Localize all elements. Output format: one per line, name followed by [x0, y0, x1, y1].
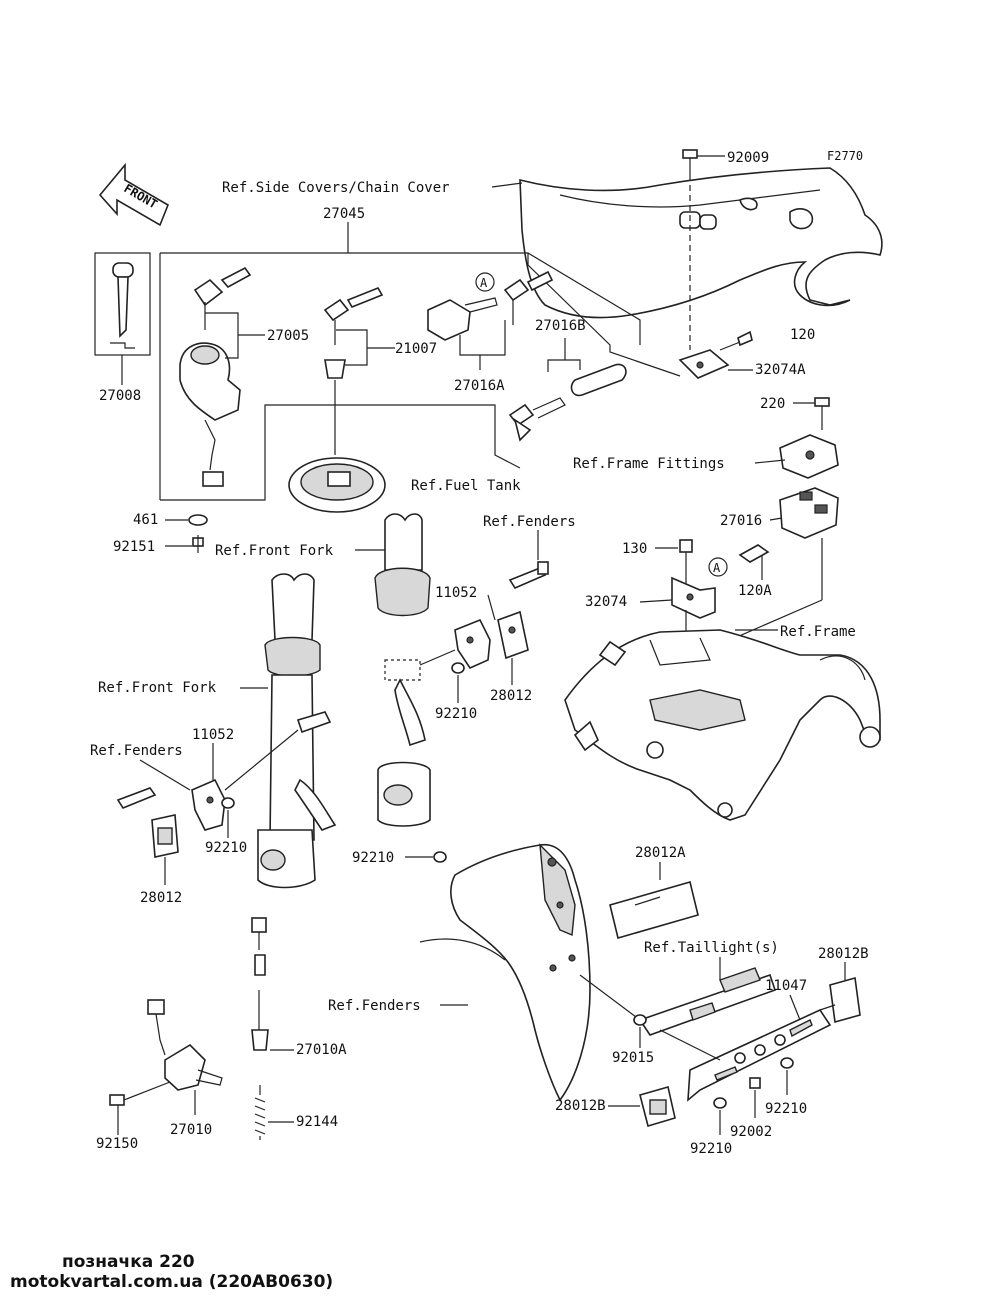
spring-92144	[254, 1085, 266, 1140]
label-28012A: 28012A	[635, 845, 686, 861]
nut-92210-a	[451, 662, 465, 674]
bolt-120A	[738, 544, 770, 563]
bracket-11052-upper	[454, 561, 549, 670]
ignition-switch-27005	[179, 266, 252, 487]
reflector-28012-upper	[497, 610, 529, 660]
label-ref-taillights: Ref.Taillight(s)	[644, 940, 779, 956]
nut-92210-c	[433, 851, 447, 863]
callout-a-lower-label: A	[713, 561, 721, 575]
label-461: 461	[133, 512, 158, 528]
label-11047: 11047	[765, 978, 807, 994]
label-ref-fenders-1: Ref.Fenders	[483, 514, 576, 530]
bolt-92002	[749, 1077, 761, 1089]
lock-27016B	[508, 363, 627, 442]
rear-fender	[419, 843, 591, 1102]
label-28012-a: 28012	[490, 688, 532, 704]
label-27005: 27005	[267, 328, 309, 344]
label-92009: 92009	[727, 150, 769, 166]
bolt-130	[679, 539, 693, 585]
label-92210-d: 92210	[765, 1101, 807, 1117]
footer-source: motokvartal.com.ua (220AB0630)	[10, 1272, 334, 1292]
reflector-28012-lower	[151, 814, 179, 858]
footer-caption: позначка 220	[62, 1252, 195, 1272]
label-ref-front-fork-2: Ref.Front Fork	[98, 680, 217, 696]
callout-a-top	[475, 272, 495, 292]
key-21007	[323, 286, 384, 379]
label-120A: 120A	[738, 583, 772, 599]
label-27010: 27010	[170, 1122, 212, 1138]
label-ref-fenders-2: Ref.Fenders	[90, 743, 183, 759]
label-ref-frame: Ref.Frame	[780, 624, 856, 640]
reflector-28012B-top	[829, 976, 861, 1024]
label-27010A: 27010A	[296, 1042, 347, 1058]
bracket-32074	[671, 576, 716, 619]
label-ref-fenders-3: Ref.Fenders	[328, 998, 421, 1014]
label-92210-c: 92210	[352, 850, 394, 866]
label-92015: 92015	[612, 1050, 654, 1066]
callout-a-lower	[708, 557, 728, 577]
front-fork-upper	[374, 513, 431, 827]
taillight-bracket	[638, 967, 777, 1036]
reflector-28012A	[609, 881, 699, 939]
screw-92151	[192, 535, 204, 553]
label-32074: 32074	[585, 594, 627, 610]
side-cover-drawing	[519, 167, 883, 319]
callout-a-top-label: A	[480, 276, 488, 290]
label-92144: 92144	[296, 1114, 338, 1130]
bracket-11052-lower	[116, 778, 226, 831]
bracket-32074A	[678, 330, 753, 379]
label-27016A: 27016A	[454, 378, 505, 394]
label-28012B-a: 28012B	[818, 946, 869, 962]
label-92210-a: 92210	[435, 706, 477, 722]
label-92210-e: 92210	[690, 1141, 732, 1157]
label-11052-b: 11052	[192, 727, 234, 743]
label-130: 130	[622, 541, 647, 557]
label-92151: 92151	[113, 539, 155, 555]
switch-27010	[147, 999, 223, 1091]
nut-92210-b	[221, 797, 235, 809]
switch-27010A	[251, 917, 269, 1051]
reflector-28012B-bottom	[639, 1085, 676, 1128]
license-bracket-11047	[687, 1008, 832, 1102]
label-92210-b: 92210	[205, 840, 247, 856]
label-28012-b: 28012	[140, 890, 182, 906]
seat-lock-27016A	[427, 270, 554, 341]
frame-fitting	[779, 397, 839, 479]
label-11052-a: 11052	[435, 585, 477, 601]
label-92150: 92150	[96, 1136, 138, 1152]
lock-block-27016	[729, 487, 839, 641]
label-27016: 27016	[720, 513, 762, 529]
clip-461	[188, 514, 208, 526]
label-120: 120	[790, 327, 815, 343]
label-ref-fuel-tank: Ref.Fuel Tank	[411, 478, 521, 494]
label-92002: 92002	[730, 1124, 772, 1140]
label-28012B-b: 28012B	[555, 1098, 606, 1114]
nut-92210-e	[713, 1097, 727, 1109]
label-27008: 27008	[99, 388, 141, 404]
key-27008	[94, 252, 151, 385]
bolt-92009	[682, 149, 725, 350]
label-21007: 21007	[395, 341, 437, 357]
screw-92150	[109, 1081, 171, 1106]
nut-92210-d	[780, 1057, 794, 1069]
label-ref-front-fork-1: Ref.Front Fork	[215, 543, 334, 559]
label-ref-side-covers: Ref.Side Covers/Chain Cover	[222, 180, 450, 196]
front-arrow-icon: FRONT	[98, 162, 169, 227]
label-27045: 27045	[323, 206, 365, 222]
label-220: 220	[760, 396, 785, 412]
front-fork-lower	[257, 573, 337, 889]
label-ref-frame-fittings: Ref.Frame Fittings	[573, 456, 725, 472]
label-27016B: 27016B	[535, 318, 586, 334]
label-32074A: 32074A	[755, 362, 806, 378]
frame-drawing	[564, 629, 881, 821]
diagram-code: F2770	[827, 149, 863, 163]
fuel-cap	[288, 380, 386, 513]
nut-92015	[633, 1014, 647, 1026]
